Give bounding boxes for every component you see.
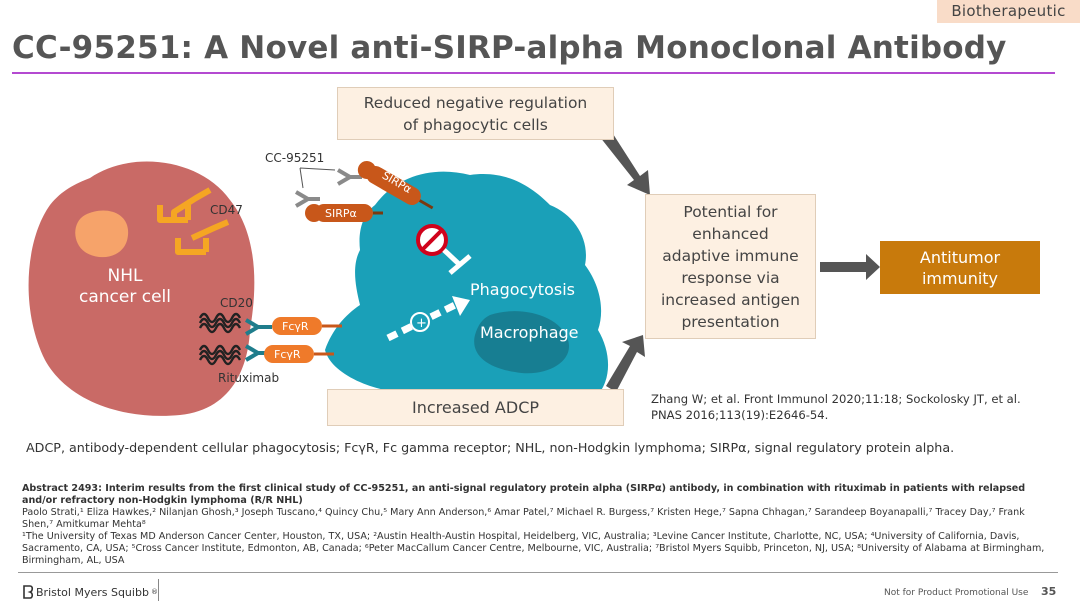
antitumor-line-2: immunity: [921, 268, 999, 288]
reduced-line-2: of phagocytic cells: [403, 115, 548, 134]
potential-line-5: increased antigen: [660, 290, 800, 309]
blocked-signal-icon: [416, 224, 472, 275]
fcgr-receptor-1: FcγR: [272, 317, 342, 335]
increased-adcp-box: Increased ADCP: [327, 389, 624, 426]
cell-label-cancer: cancer cell: [79, 287, 171, 307]
abstract-authors: Paolo Strati,¹ Eliza Hawkes,² Nilanjan G…: [22, 507, 1025, 530]
abstract-block: Abstract 2493: Interim results from the …: [22, 483, 1047, 567]
fcgr-label-1: FcγR: [282, 320, 309, 333]
slide-title: CC-95251: A Novel anti-SIRP-alpha Monocl…: [12, 30, 1007, 66]
antitumor-immunity-box: Antitumor immunity: [880, 241, 1040, 294]
potential-line-4: response via: [681, 268, 780, 287]
sirpa-label-2: SIRPα: [325, 207, 357, 220]
category-tag: Biotherapeutic: [937, 0, 1080, 23]
cc95251-antibodies: [294, 168, 362, 208]
cd20-coils: [198, 312, 242, 366]
potential-line-3: adaptive immune: [662, 246, 799, 265]
reference-citation: Zhang W; et al. Front Immunol 2020;11:18…: [651, 392, 1021, 422]
reduced-regulation-box: Reduced negative regulation of phagocyti…: [337, 87, 614, 140]
potential-line-1: Potential for: [683, 202, 778, 221]
mechanism-diagram: NHL cancer cell CD47 CD20 Rituximab Phag…: [28, 123, 880, 416]
abstract-affiliations: ¹The University of Texas MD Anderson Can…: [22, 531, 1045, 566]
page-number: 35: [1041, 585, 1057, 598]
arrow-adcp-to-potential: [606, 335, 645, 392]
fcgr-label-2: FcγR: [274, 348, 301, 361]
arrow-potential-to-antitumor: [820, 254, 880, 280]
abbreviations-note: ADCP, antibody-dependent cellular phagoc…: [26, 440, 955, 455]
adcp-label: Increased ADCP: [411, 398, 540, 417]
potential-line-6: presentation: [681, 312, 780, 331]
cd20-label: CD20: [220, 296, 253, 310]
cc95251-label: CC-95251: [265, 151, 324, 165]
logo-text: Bristol Myers Squibb: [36, 585, 149, 599]
logo-registered-mark: ®: [150, 588, 158, 596]
fcgr-receptor-2: FcγR: [264, 345, 334, 363]
phagocytosis-label: Phagocytosis: [470, 280, 575, 299]
cell-label-nhl: NHL: [108, 266, 144, 286]
reduced-line-1: Reduced negative regulation: [363, 93, 588, 112]
antitumor-line-1: Antitumor: [919, 247, 1001, 267]
cd47-receptors: [157, 187, 230, 255]
company-logo: Bristol Myers Squibb ®: [22, 585, 158, 599]
macrophage-label: Macrophage: [480, 323, 579, 342]
cc95251-pointer: [299, 167, 336, 189]
title-divider: [12, 72, 1055, 74]
potential-line-2: enhanced: [692, 224, 769, 243]
cd47-label: CD47: [210, 203, 243, 217]
flow-arrows: [596, 123, 880, 392]
not-promotional-notice: Not for Product Promotional Use: [884, 588, 1029, 598]
activation-arrow: +: [386, 296, 470, 342]
abstract-title: Abstract 2493: Interim results from the …: [22, 483, 1026, 506]
footer-separator: [158, 579, 159, 601]
bms-logo-icon: [23, 585, 34, 599]
macrophage-nucleus: [474, 311, 570, 374]
rituximab-label: Rituximab: [218, 371, 279, 385]
activation-plus: +: [416, 316, 427, 331]
sirpa-receptor-bottom: SIRPα: [305, 204, 383, 222]
cell-nucleus: [75, 210, 129, 258]
arrow-reduced-to-potential: [596, 123, 650, 195]
adaptive-response-box: Potential for enhanced adaptive immune r…: [645, 194, 816, 339]
footer-divider: [18, 572, 1058, 573]
